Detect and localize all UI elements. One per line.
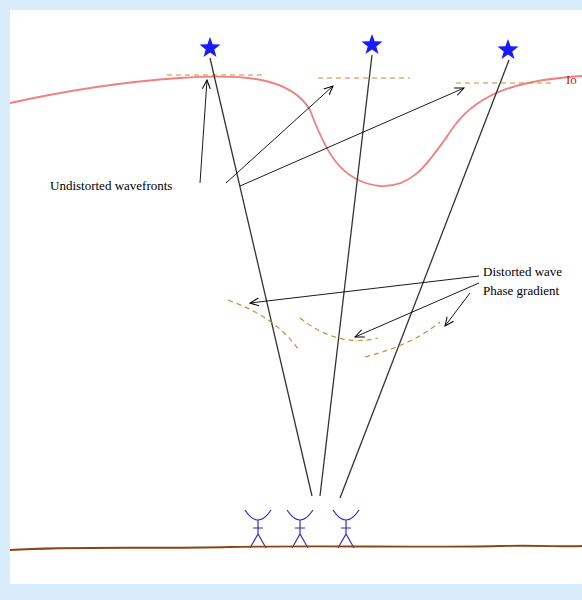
wavefront-label: Undistorted wavefronts	[50, 178, 172, 193]
rays	[210, 55, 509, 498]
leader-arrows	[200, 80, 479, 337]
undistorted-wavefronts	[167, 75, 552, 83]
wavefront-label: Distorted wave	[483, 264, 562, 279]
phase-label: Phase gradient	[483, 283, 559, 298]
ground-line	[10, 546, 582, 550]
antennas	[245, 510, 359, 548]
stars	[200, 34, 519, 59]
ionosphere-label: Io	[566, 72, 577, 87]
distorted-wavefronts	[228, 300, 440, 357]
